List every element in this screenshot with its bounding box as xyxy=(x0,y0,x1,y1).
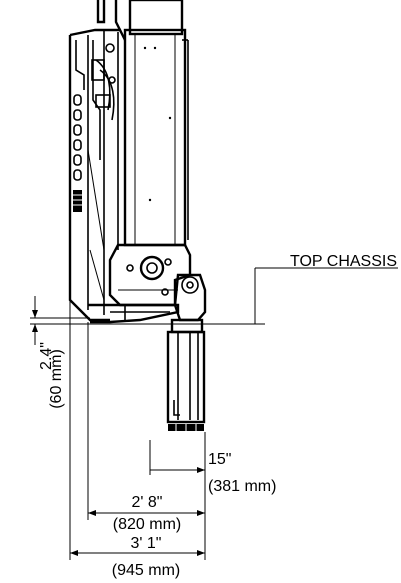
top-chassis-reference: TOP CHASSIS xyxy=(30,253,398,325)
dim-15-imperial: 15" xyxy=(208,451,231,468)
outrigger-leg xyxy=(166,273,207,431)
dim-height-metric: (60 mm) xyxy=(48,349,65,409)
dim-28: 2' 8" (820 mm) xyxy=(88,494,205,533)
dim-31: 3' 1" (945 mm) xyxy=(70,535,205,579)
base-housing xyxy=(88,243,192,324)
top-chassis-label: TOP CHASSIS xyxy=(290,253,397,270)
mast-frame xyxy=(68,0,127,322)
dim-31-metric: (945 mm) xyxy=(112,562,180,579)
dim-height-imperial: 2.4" xyxy=(38,342,55,370)
boom-column xyxy=(123,0,189,247)
dim-15: 15" (381 mm) xyxy=(150,451,276,495)
dim-height: 2.4" (60 mm) xyxy=(30,296,90,409)
dim-28-metric: (820 mm) xyxy=(113,516,181,533)
dim-28-imperial: 2' 8" xyxy=(132,494,163,511)
dim-15-metric: (381 mm) xyxy=(208,478,276,495)
rail-holes xyxy=(73,94,82,212)
dim-31-imperial: 3' 1" xyxy=(131,535,162,552)
